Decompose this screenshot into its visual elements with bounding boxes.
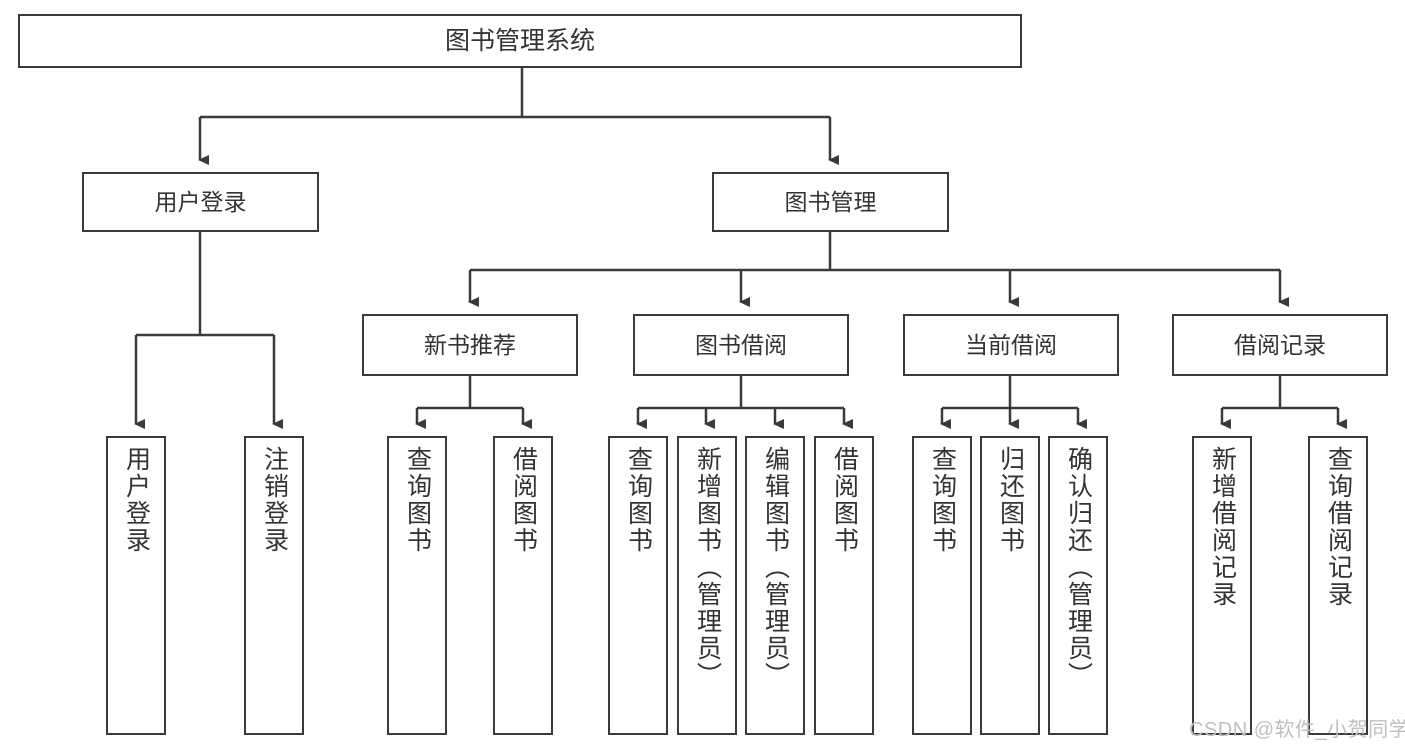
node-label: 查询图书	[928, 446, 957, 554]
leaf-current-confirm-return-admin[interactable]: 确认归还（管理员）	[1048, 436, 1108, 735]
node-label: 图书借阅	[695, 331, 787, 358]
watermark-text: CSDN @软件_小贺同学	[1189, 719, 1405, 741]
node-book-borrow[interactable]: 图书借阅	[633, 314, 849, 376]
node-new-book-recommend[interactable]: 新书推荐	[362, 314, 578, 376]
leaf-borrow-borrow-book[interactable]: 借阅图书	[814, 436, 874, 735]
node-label: 图书管理系统	[444, 26, 595, 55]
node-label: 图书管理	[784, 188, 877, 215]
leaf-borrow-add-book-admin[interactable]: 新增图书（管理员）	[677, 436, 737, 735]
leaf-user-login[interactable]: 用户登录	[106, 436, 166, 735]
node-label: 借阅图书	[830, 446, 859, 554]
node-label: 查询图书	[624, 446, 653, 554]
leaf-current-return-book[interactable]: 归还图书	[980, 436, 1040, 735]
node-label: 编辑图书（管理员）	[761, 446, 790, 689]
leaf-record-query-record[interactable]: 查询借阅记录	[1308, 436, 1368, 735]
node-label: 当前借阅	[965, 331, 1057, 358]
node-label: 用户登录	[154, 188, 247, 215]
leaf-borrow-edit-book-admin[interactable]: 编辑图书（管理员）	[745, 436, 805, 735]
node-label: 用户登录	[122, 446, 151, 554]
node-label: 确认归还（管理员）	[1064, 446, 1093, 689]
node-label: 借阅图书	[509, 446, 538, 554]
node-label: 归还图书	[996, 446, 1025, 554]
node-current-borrow[interactable]: 当前借阅	[903, 314, 1119, 376]
node-label: 查询借阅记录	[1324, 446, 1353, 608]
leaf-recommend-borrow-book[interactable]: 借阅图书	[493, 436, 553, 735]
leaf-user-logout[interactable]: 注销登录	[244, 436, 304, 735]
leaf-record-add-record[interactable]: 新增借阅记录	[1192, 436, 1252, 735]
node-borrow-record[interactable]: 借阅记录	[1172, 314, 1388, 376]
node-label: 注销登录	[260, 446, 289, 554]
leaf-current-query-book[interactable]: 查询图书	[912, 436, 972, 735]
node-book-management[interactable]: 图书管理	[712, 172, 949, 232]
node-label: 新增借阅记录	[1208, 446, 1237, 608]
node-label: 借阅记录	[1234, 331, 1326, 358]
leaf-borrow-query-book[interactable]: 查询图书	[608, 436, 668, 735]
node-user-login[interactable]: 用户登录	[82, 172, 319, 232]
node-label: 查询图书	[403, 446, 432, 554]
node-label: 新增图书（管理员）	[693, 446, 722, 689]
node-root-system[interactable]: 图书管理系统	[18, 14, 1022, 68]
node-label: 新书推荐	[424, 331, 516, 358]
leaf-recommend-query-book[interactable]: 查询图书	[387, 436, 447, 735]
